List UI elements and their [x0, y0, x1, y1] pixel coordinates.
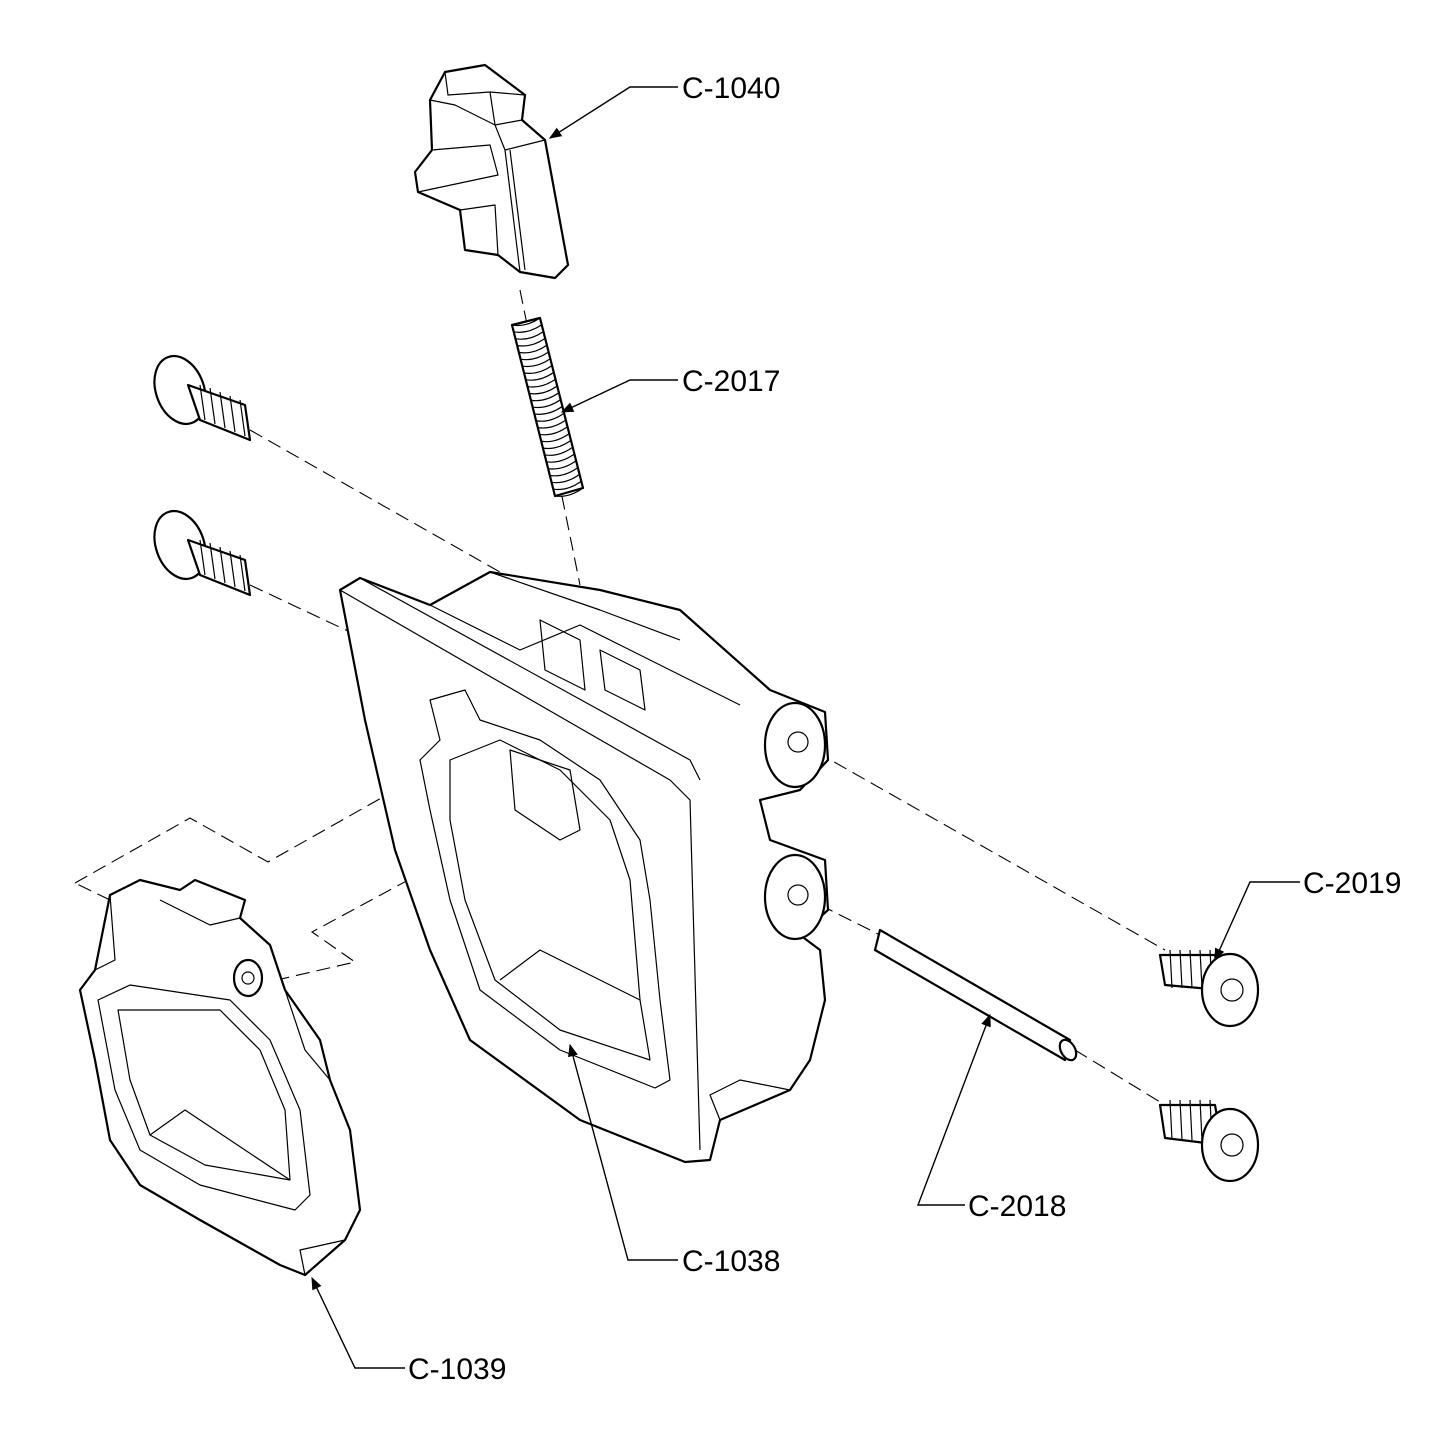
- housing-part-c1038: [338, 570, 830, 1164]
- spring-coil: [546, 453, 575, 463]
- spring-coil: [532, 399, 561, 409]
- spring-coil: [520, 351, 549, 361]
- pin-part-c2018: [873, 928, 1078, 1062]
- leader-c1040: [548, 86, 678, 139]
- axis-cover-top-end: [74, 882, 111, 901]
- axis-cover-top: [74, 744, 476, 884]
- callout-c2017: C-2017: [682, 365, 780, 398]
- leader-c1039: [311, 1276, 405, 1369]
- spring-coil: [525, 371, 555, 381]
- spring-coil: [529, 385, 558, 395]
- callout-c1039: C-1039: [408, 1353, 506, 1386]
- leader-c2017: [560, 379, 678, 413]
- spring-coil: [527, 378, 556, 388]
- spring-coil: [537, 419, 567, 429]
- spring-coil: [549, 467, 579, 477]
- screw-upper-right: [1158, 949, 1260, 1028]
- callout-c1040: C-1040: [682, 72, 780, 105]
- spring-coil: [522, 358, 551, 368]
- leader-c2019: [1214, 881, 1300, 962]
- spring-part-c2017: [510, 316, 585, 498]
- axis-lower-screw: [249, 584, 351, 633]
- callout-labels: C-1040 C-2017 C-2019 C-2018 C-1038 C-103…: [408, 72, 1401, 1386]
- spring-coil: [515, 331, 544, 340]
- spring-coil: [542, 439, 572, 450]
- spring-coil: [548, 460, 577, 470]
- spring-coil: [534, 405, 563, 415]
- axis-pin-right: [1074, 1049, 1166, 1106]
- spring-coil: [523, 365, 553, 374]
- callout-c2019: C-2019: [1303, 867, 1401, 900]
- spring-coil: [511, 317, 541, 327]
- latch-part-c1040: [413, 63, 570, 280]
- leaders: [311, 86, 1300, 1369]
- spring-coil: [544, 446, 574, 456]
- leader-c1038: [568, 1043, 678, 1261]
- spring-coil: [541, 433, 570, 443]
- spring-coil: [539, 426, 568, 436]
- spring-coil: [530, 392, 560, 402]
- spring-coil: [517, 337, 546, 347]
- axis-pin-left: [819, 904, 881, 936]
- callout-c2018: C-2018: [968, 1190, 1066, 1223]
- screw-upper-left: [153, 355, 252, 442]
- spring-coil: [553, 480, 582, 491]
- cover-part-c1039: [78, 878, 362, 1277]
- spring-coil: [554, 487, 584, 497]
- spring-coil: [518, 344, 548, 354]
- leader-c2018: [916, 1013, 991, 1206]
- spring-coil: [513, 324, 543, 333]
- callout-c1038: C-1038: [682, 1245, 780, 1278]
- screw-lower-right: [1158, 1099, 1260, 1183]
- spring-coil: [535, 412, 565, 422]
- screw-lower-left: [153, 510, 252, 597]
- spring-coil: [551, 473, 580, 484]
